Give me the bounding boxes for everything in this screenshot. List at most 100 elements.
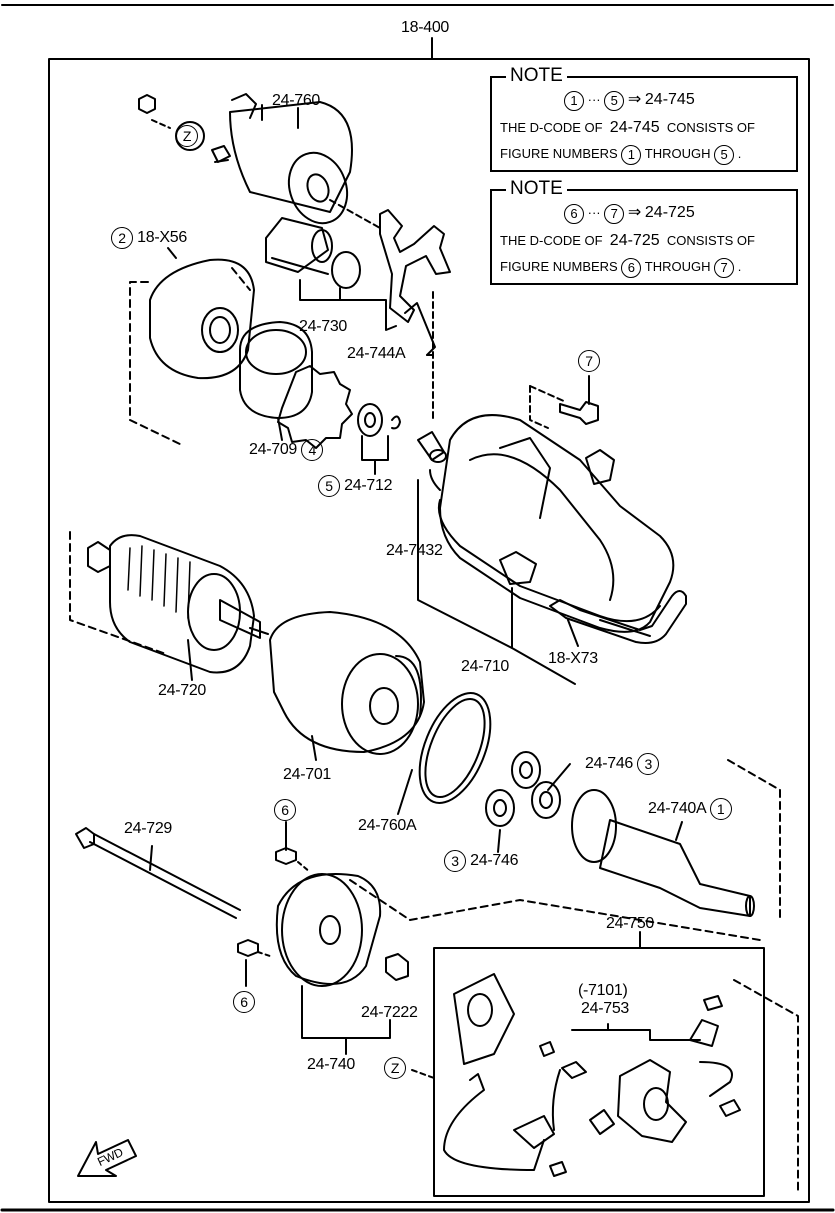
label-fig6-top: 6	[274, 799, 296, 821]
label-shaft: 24-740A 1	[648, 798, 732, 820]
label-armature: 24-720	[158, 682, 207, 699]
label-bush2: 24-7222	[361, 1004, 418, 1021]
note2-line3-end: .	[737, 259, 742, 274]
fig-number-7: 7	[578, 350, 600, 372]
label-gasket: 18-X73	[548, 650, 598, 667]
label-solenoid: 24-760	[272, 92, 321, 109]
note2-line3-from: 6	[621, 257, 642, 278]
label-gear-top: 24-746 3	[585, 753, 660, 775]
note1-line3-end: .	[737, 146, 742, 161]
brush-assembly-part	[411, 931, 799, 1197]
note2-line2-prefix: THE D-CODE OF	[500, 233, 603, 248]
label-ring: 5 24-712	[318, 475, 392, 497]
note1-line2-suffix: CONSISTS OF	[666, 120, 755, 135]
note1-line3-prefix: FIGURE NUMBERS	[500, 146, 618, 161]
note2-arrow: ⇒	[627, 204, 642, 221]
note2-result-code: 24-725	[644, 204, 695, 221]
note2-range-to: 7	[604, 203, 625, 224]
label-cover: 2 18-X56	[111, 227, 187, 249]
label-brush-holder-alt: (-7101)	[578, 982, 628, 999]
label-bolt-long: 24-729	[124, 820, 173, 837]
note1-range-sep: ···	[587, 92, 601, 107]
label-fig6-bottom: 6	[233, 991, 255, 1013]
note1-line2-prefix: THE D-CODE OF	[500, 120, 603, 135]
note-title-1: NOTE	[506, 65, 567, 87]
label-gear-bottom: 3 24-746	[444, 850, 518, 872]
label-yoke: 24-701	[283, 766, 332, 783]
label-end-frame: 24-740	[307, 1056, 356, 1073]
note1-result-code: 24-745	[644, 91, 695, 108]
fig-number-5: 5	[318, 475, 340, 497]
note1-arrow: ⇒	[627, 91, 642, 108]
note-box-1: NOTE 1 ··· 5 ⇒ 24-745 THE D-CODE OF 24-7…	[490, 65, 798, 172]
note1-line3-to: 5	[714, 144, 735, 165]
fig-number-4: 4	[301, 439, 324, 461]
note2-line2: THE D-CODE OF 24-725 CONSISTS OF	[500, 231, 755, 251]
note2-line3-to: 7	[714, 257, 735, 278]
label-gear-top-code: 24-746	[585, 755, 634, 773]
label-brush-holder: 24-753	[581, 1000, 630, 1017]
note1-range-line: 1 ··· 5 ⇒ 24-745	[564, 90, 695, 111]
clutch-part	[239, 321, 353, 449]
yoke-part	[269, 611, 425, 761]
note-title-2: NOTE	[506, 178, 567, 200]
armature-part	[69, 531, 269, 681]
note2-line3: FIGURE NUMBERS 6 THROUGH 7 .	[500, 257, 741, 278]
fig-number-6-bottom: 6	[233, 991, 255, 1013]
fig-number-3-top: 3	[637, 753, 660, 775]
note2-range-from: 6	[564, 203, 584, 224]
note2-line3-prefix: FIGURE NUMBERS	[500, 259, 618, 274]
label-clutch: 24-709 4	[249, 439, 324, 461]
cover-part	[129, 247, 255, 447]
note-box-2: NOTE 6 ··· 7 ⇒ 24-725 THE D-CODE OF 24-7…	[490, 178, 798, 285]
note1-line3-mid: THROUGH	[644, 146, 711, 161]
label-plunger: 24-730	[299, 318, 348, 335]
note1-range-from: 1	[564, 90, 584, 111]
z-circle-bottom: Z	[384, 1057, 406, 1079]
label-cover-code: 18-X56	[137, 229, 187, 247]
fig-number-3-bottom: 3	[444, 850, 466, 872]
long-bolt-part	[75, 827, 241, 919]
note2-line2-suffix: CONSISTS OF	[666, 233, 755, 248]
z-marker-top: Z	[176, 125, 198, 147]
note1-line2: THE D-CODE OF 24-745 CONSISTS OF	[500, 118, 755, 138]
label-seal: 24-760A	[358, 817, 417, 834]
fig-number-6-top: 6	[274, 799, 296, 821]
note2-range-line: 6 ··· 7 ⇒ 24-725	[564, 203, 695, 224]
solenoid-part	[138, 93, 381, 229]
fig-number-2: 2	[111, 227, 133, 249]
end-frame-part	[275, 873, 761, 1055]
label-shaft-code: 24-740A	[648, 800, 706, 818]
label-ring-code: 24-712	[344, 477, 393, 495]
label-lever: 24-744A	[347, 345, 406, 362]
label-housing: 24-710	[461, 658, 510, 675]
label-clutch-code: 24-709	[249, 441, 298, 459]
fwd-arrow-icon	[77, 1139, 137, 1177]
frame-lines	[0, 4, 835, 1212]
label-brush-assy: 24-750	[606, 915, 655, 932]
shaft-part	[571, 759, 781, 919]
label-fig7: 7	[578, 350, 600, 372]
label-gear-bottom-code: 24-746	[470, 852, 519, 870]
z-marker-bottom: Z	[384, 1057, 406, 1079]
z-circle-top: Z	[176, 125, 198, 147]
fig-number-1: 1	[709, 798, 732, 820]
plunger-part	[265, 217, 397, 331]
note2-range-sep: ···	[587, 205, 601, 220]
label-bushing: 24-7432	[386, 542, 443, 559]
note2-line2-code: 24-725	[609, 232, 660, 249]
note1-line3: FIGURE NUMBERS 1 THROUGH 5 .	[500, 144, 741, 165]
housing-part	[429, 414, 675, 685]
gasket-part	[549, 590, 687, 647]
note1-line2-code: 24-745	[609, 119, 660, 136]
note1-line3-from: 1	[621, 144, 642, 165]
ring-part	[357, 403, 401, 475]
seal-part	[397, 692, 492, 815]
note2-line3-mid: THROUGH	[644, 259, 711, 274]
assembly-label: 18-400	[401, 19, 450, 36]
lever-part	[379, 209, 451, 421]
note1-range-to: 5	[604, 90, 625, 111]
bushing-part	[417, 431, 513, 649]
gears-part	[485, 751, 571, 853]
